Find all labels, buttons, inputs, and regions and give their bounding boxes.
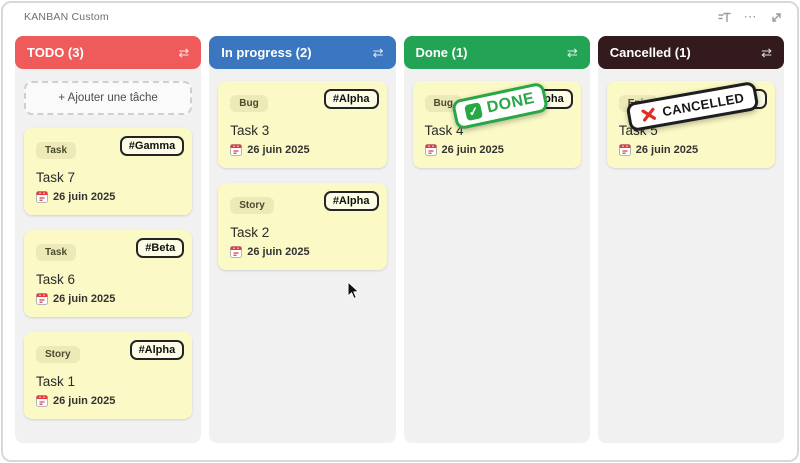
tag-badge: Bug — [230, 95, 268, 112]
card-title: Task 7 — [36, 170, 76, 185]
text-tool-icon[interactable] — [717, 10, 731, 24]
cancelled-stamp-text: CANCELLED — [660, 90, 746, 120]
column-todo-body: + Ajouter une tâche #Gamma Task Task 7 — [15, 69, 201, 443]
card-date: 26 juin 2025 — [36, 191, 180, 203]
task-card[interactable]: #Gamma Task Task 7 26 juin 2025 — [24, 128, 193, 215]
task-card[interactable]: #Alpha Bug Task 3 26 juin 2025 — [218, 81, 387, 168]
column-in-progress-body: #Alpha Bug Task 3 26 juin 2025 — [209, 69, 395, 443]
swap-columns-icon[interactable]: ⇄ — [566, 45, 578, 60]
label-badge: #Beta — [136, 238, 185, 258]
column-cancelled: Cancelled (1) ⇄ #Alpha Epic Task 5 — [597, 36, 784, 443]
card-date: 26 juin 2025 — [36, 395, 180, 407]
card-title: Task 2 — [230, 225, 270, 240]
task-card[interactable]: #Alpha Epic Task 5 26 juin 2025 — [606, 80, 775, 168]
x-icon — [639, 106, 657, 123]
tag-badge: Task — [36, 244, 77, 261]
date-text: 26 juin 2025 — [247, 246, 310, 258]
column-cancelled-header: Cancelled (1) ⇄ — [597, 36, 784, 69]
more-options-icon[interactable]: ⋯ — [743, 9, 757, 24]
card-title: Task 6 — [36, 272, 76, 287]
calendar-icon — [230, 246, 243, 258]
tag-badge: Task — [36, 142, 77, 159]
card-date: 26 juin 2025 — [230, 144, 374, 156]
task-card[interactable]: #Alpha Story Task 2 26 juin 2025 — [218, 183, 387, 270]
cancelled-stamp: CANCELLED — [625, 80, 760, 133]
calendar-icon — [36, 395, 48, 407]
date-text: 26 juin 2025 — [247, 144, 310, 156]
column-title: TODO (3) — [27, 45, 84, 60]
calendar-icon — [618, 144, 631, 156]
calendar-icon — [36, 293, 48, 305]
label-badge: #Alpha — [129, 340, 185, 360]
task-card[interactable]: #Alpha Bug Task 4 26 juin 2025 — [412, 81, 581, 168]
done-stamp-text: DONE — [484, 89, 536, 117]
card-title: Task 3 — [230, 123, 270, 138]
task-card[interactable]: #Alpha Story Task 1 26 juin 2025 — [24, 332, 193, 419]
add-task-button[interactable]: + Ajouter une tâche — [24, 81, 193, 115]
swap-columns-icon[interactable]: ⇄ — [372, 45, 384, 60]
date-text: 26 juin 2025 — [53, 395, 116, 407]
date-text: 26 juin 2025 — [53, 191, 116, 203]
tag-badge: Story — [230, 197, 274, 214]
calendar-icon — [424, 144, 437, 156]
calendar-icon — [36, 191, 48, 203]
date-text: 26 juin 2025 — [441, 144, 504, 156]
card-date: 26 juin 2025 — [424, 144, 569, 156]
column-todo: TODO (3) ⇄ + Ajouter une tâche #Gamma Ta… — [15, 36, 202, 443]
column-done: Done (1) ⇄ #Alpha Bug Task 4 — [403, 36, 590, 443]
check-icon: ✓ — [463, 102, 483, 122]
task-card[interactable]: #Beta Task Task 6 26 juin 2025 — [24, 230, 193, 317]
swap-columns-icon[interactable]: ⇄ — [761, 45, 772, 60]
column-todo-header: TODO (3) ⇄ — [15, 36, 202, 69]
column-cancelled-body: #Alpha Epic Task 5 26 juin 2025 — [598, 69, 784, 443]
label-badge: #Alpha — [323, 89, 379, 109]
app-title: KANBAN Custom — [24, 10, 109, 23]
card-title: Task 1 — [36, 374, 76, 389]
column-title: Done (1) — [415, 45, 468, 60]
column-in-progress: In progress (2) ⇄ #Alpha Bug Task 3 — [209, 36, 396, 443]
card-date: 26 juin 2025 — [618, 144, 763, 156]
column-done-header: Done (1) ⇄ — [403, 36, 590, 69]
card-date: 26 juin 2025 — [230, 246, 374, 258]
kanban-board: TODO (3) ⇄ + Ajouter une tâche #Gamma Ta… — [15, 36, 784, 443]
card-date: 26 juin 2025 — [36, 293, 180, 305]
column-title: In progress (2) — [221, 45, 312, 60]
topbar-icons: ⋯ — [717, 10, 783, 24]
fullscreen-icon[interactable] — [769, 10, 783, 24]
column-done-body: #Alpha Bug Task 4 26 juin 2025 — [404, 69, 590, 443]
date-text: 26 juin 2025 — [53, 293, 116, 305]
column-title: Cancelled (1) — [609, 45, 691, 60]
label-badge: #Gamma — [119, 136, 185, 156]
label-badge: #Alpha — [323, 191, 379, 211]
tag-badge: Story — [36, 346, 80, 363]
card-title: Task 4 — [424, 123, 464, 138]
calendar-icon — [230, 144, 243, 156]
date-text: 26 juin 2025 — [635, 144, 699, 156]
swap-columns-icon[interactable]: ⇄ — [178, 45, 190, 60]
column-in-progress-header: In progress (2) ⇄ — [209, 36, 396, 69]
topbar: KANBAN Custom ⋯ — [3, 3, 797, 30]
